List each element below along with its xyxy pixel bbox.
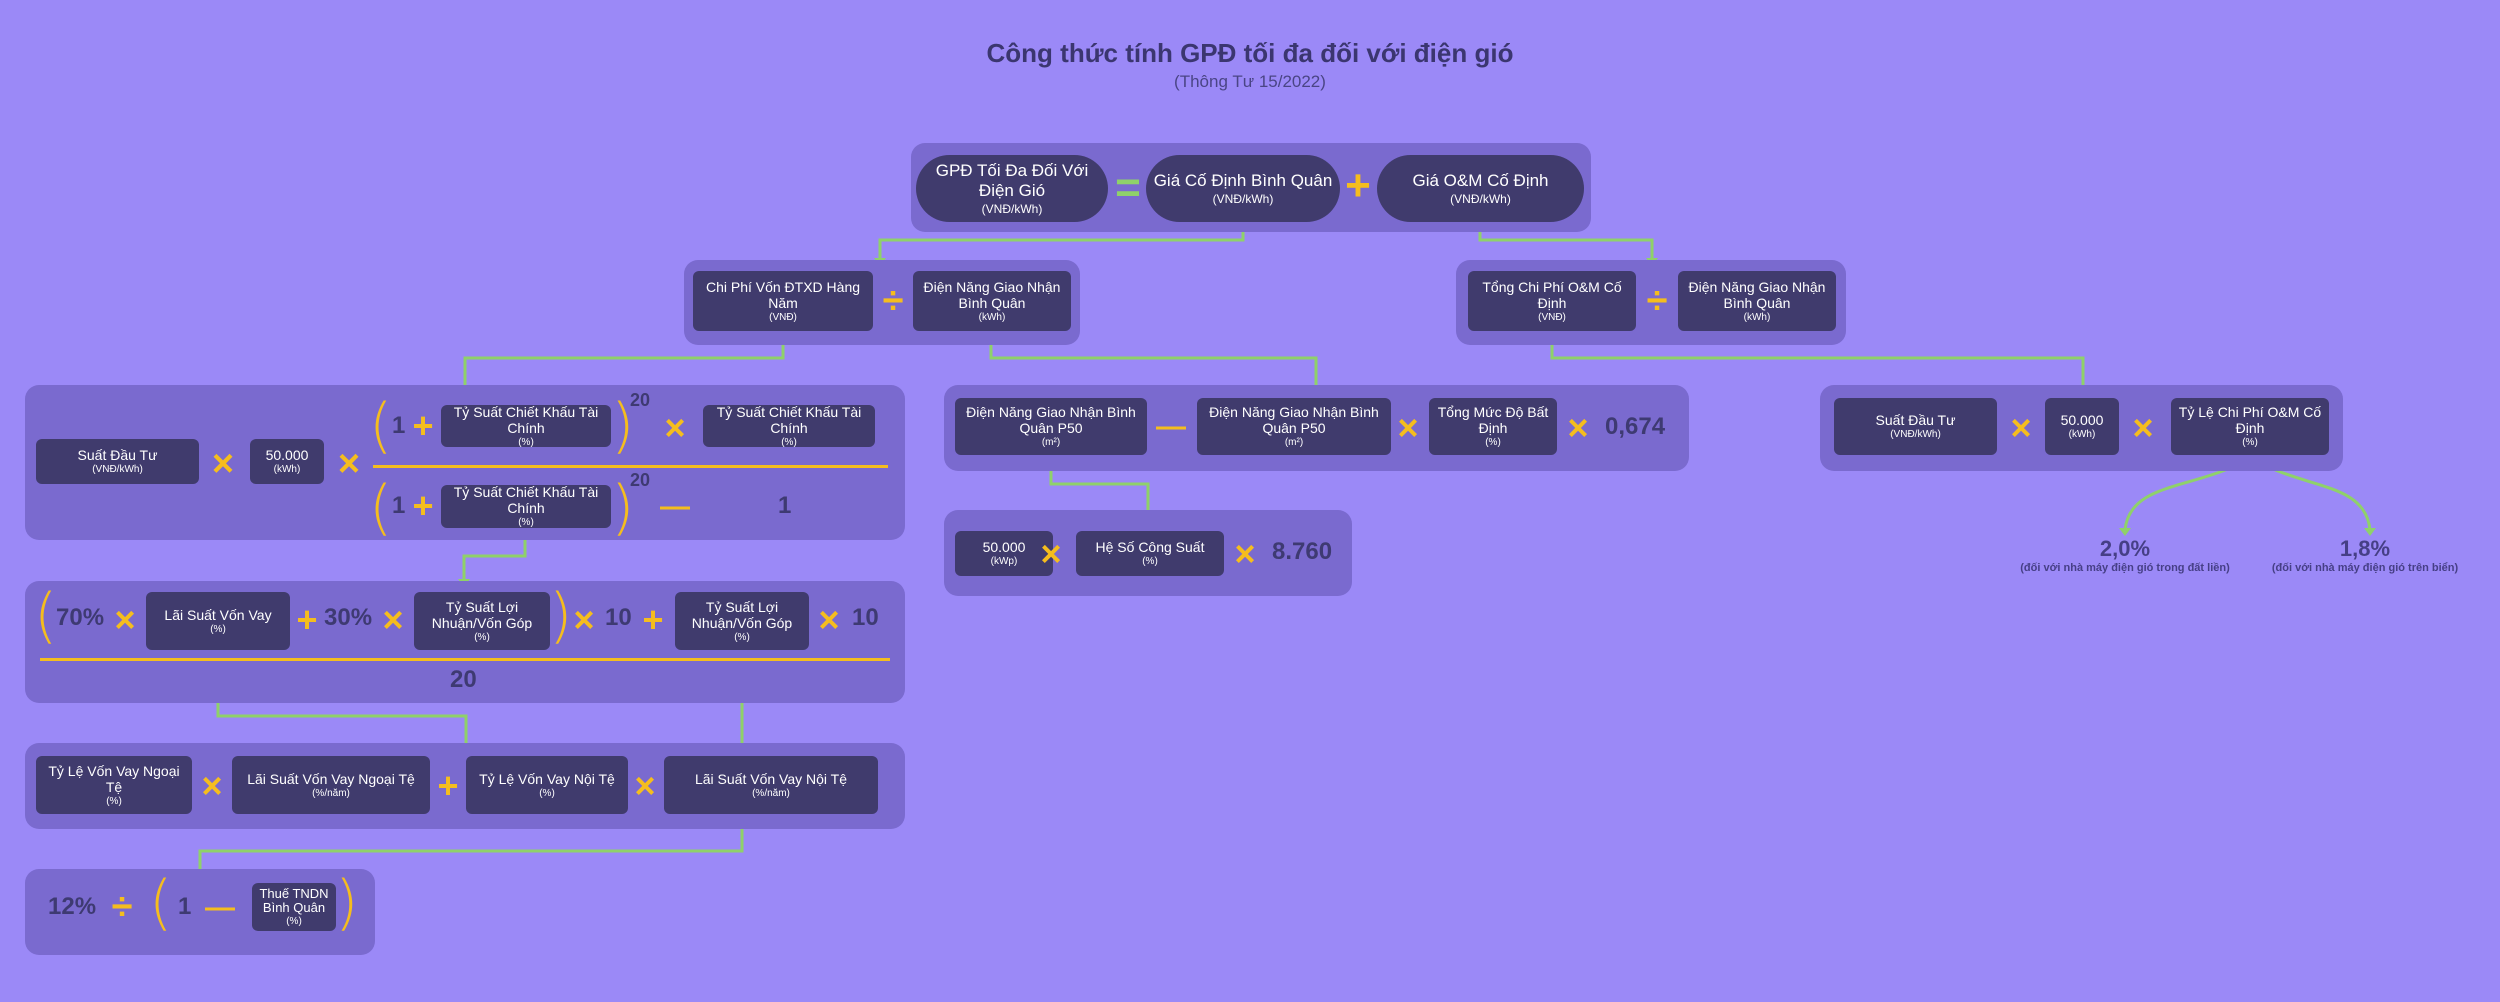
minus-sign-roe: —	[205, 891, 235, 924]
link-p50-to-calc	[1049, 458, 1150, 512]
divide-sign-capex: ÷	[882, 280, 904, 322]
om-ratio-onshore: 2,0%	[2099, 536, 2151, 561]
plus-sign-loan: +	[437, 765, 459, 806]
times-sign-loan-2: ×	[634, 765, 656, 806]
box-dom-share: Tỷ Lệ Vốn Vay Nội Tệ(%)	[466, 756, 628, 814]
times-sign-om-1: ×	[2010, 407, 2032, 448]
multiplier-10-b: 10	[852, 604, 879, 631]
plus-sign-top: +	[1345, 161, 1371, 210]
box-om-ratio: Tỷ Lệ Chi Phí O&M Cố Định(%)	[2171, 398, 2329, 455]
paren-open-discount: (	[34, 581, 58, 651]
exponent-numerator: 20	[630, 390, 651, 410]
om-ratio-offshore-note: (đối với nhà máy điện gió trên biển)	[2271, 562, 2459, 574]
link-fixed-to-capex	[878, 224, 1245, 260]
om-ratio-offshore: 1,8%	[2339, 536, 2391, 561]
plus-sign-disc-2: +	[642, 599, 664, 640]
box-roe-2: Tỷ Suất Lợi Nhuận/Vốn Góp(%)	[675, 592, 809, 650]
box-energy-avg: Điện Năng Giao Nhận Bình Quân(kWh)	[913, 271, 1071, 331]
box-fx-rate: Lãi Suất Vốn Vay Ngoại Tệ(%/năm)	[232, 756, 430, 814]
paren-open-num: (	[369, 391, 393, 461]
paren-close-discount: )	[549, 581, 573, 651]
box-roe-1: Tỷ Suất Lợi Nhuận/Vốn Góp(%)	[414, 592, 550, 650]
divide-sign-roe: ÷	[111, 886, 133, 928]
times-sign-disc-4: ×	[818, 599, 840, 640]
box-om-invest: Suất Đầu Tư(VNĐ/kWh)	[1834, 398, 1997, 455]
plus-sign-disc: +	[296, 599, 318, 640]
times-sign-annuity-2: ×	[337, 443, 361, 485]
times-sign-p50-2: ×	[1234, 533, 1256, 574]
num-one-denominator: 1	[392, 492, 406, 519]
page-title: Công thức tính GPĐ tối đa đối với điện g…	[986, 38, 1514, 68]
box-discount-rate-num: Tỷ Suất Chiết Khấu Tài Chính(%)	[441, 404, 611, 448]
equals-sign: =	[1115, 163, 1141, 212]
box-om-total: Tổng Chi Phí O&M Cố Định(VNĐ)	[1468, 271, 1636, 331]
factor-0674: 0,674	[1605, 413, 1666, 440]
num-one-numerator: 1	[392, 412, 406, 439]
denominator-20: 20	[450, 666, 477, 693]
box-gpd-max: GPĐ Tối Đa Đối Với Điện Gió(VNĐ/kWh)	[916, 155, 1108, 222]
roe-12-percent: 12%	[48, 893, 97, 920]
exponent-denominator: 20	[630, 470, 651, 490]
box-capacity-factor: Hệ Số Công Suất(%)	[1076, 531, 1224, 576]
link-rate-to-discount	[462, 531, 527, 581]
box-capex: Chi Phí Vốn ĐTXD Hàng Năm(VNĐ)	[693, 271, 873, 331]
box-dom-rate: Lãi Suất Vốn Vay Nội Tệ(%/năm)	[664, 756, 878, 814]
box-discount-rate-num2: Tỷ Suất Chiết Khấu Tài Chính(%)	[703, 404, 875, 448]
divide-sign-om: ÷	[1646, 280, 1668, 322]
times-sign-energy-2: ×	[1567, 407, 1589, 448]
minus-sign-energy: —	[1156, 410, 1186, 443]
box-invest-rate: Suất Đầu Tư(VNĐ/kWh)	[36, 439, 199, 484]
weight-30: 30%	[324, 604, 373, 631]
num-one-minus: 1	[778, 492, 792, 519]
om-ratio-onshore-note: (đối với nhà máy điện gió trong đất liền…	[2020, 562, 2230, 574]
box-om-price: Giá O&M Cố Định(VNĐ/kWh)	[1377, 155, 1584, 222]
box-fx-share: Tỷ Lệ Vốn Vay Ngoại Tệ(%)	[36, 756, 192, 814]
box-discount-rate-den: Tỷ Suất Chiết Khấu Tài Chính(%)	[441, 484, 611, 528]
times-sign-numerator: ×	[664, 407, 686, 448]
box-fixed-price: Giá Cố Định Bình Quân(VNĐ/kWh)	[1146, 155, 1340, 222]
times-sign-om-2: ×	[2132, 407, 2154, 448]
times-sign-disc-3: ×	[573, 599, 595, 640]
paren-close-num: )	[611, 391, 635, 461]
box-cap-kwp: 50.000(kWp)	[955, 531, 1053, 576]
paren-close-den: )	[611, 473, 635, 543]
roe-one: 1	[178, 893, 192, 920]
minus-sign-denominator: —	[660, 490, 690, 523]
paren-close-roe: )	[335, 868, 359, 938]
box-loan-rate: Lãi Suất Vốn Vay(%)	[146, 592, 290, 650]
times-sign-loan-1: ×	[201, 765, 223, 806]
multiplier-10-a: 10	[605, 604, 632, 631]
times-sign-disc-2: ×	[382, 599, 404, 640]
fraction-bar-annuity	[373, 465, 888, 468]
box-om-energy: Điện Năng Giao Nhận Bình Quân(kWh)	[1678, 271, 1836, 331]
times-sign-disc-1: ×	[114, 599, 136, 640]
paren-open-roe: (	[149, 868, 173, 938]
box-om-capacity: 50.000(kWh)	[2045, 398, 2119, 455]
page-subtitle: (Thông Tư 15/2022)	[1174, 72, 1326, 91]
hours-8760: 8.760	[1272, 538, 1333, 565]
box-p50-a: Điện Năng Giao Nhận Bình Quân P50(m²)	[955, 398, 1147, 455]
plus-sign-denominator: +	[412, 485, 434, 526]
paren-open-den: (	[369, 473, 393, 543]
box-tax: Thuế TNDN Bình Quân(%)	[252, 883, 336, 931]
box-uncertainty: Tổng Mức Độ Bất Định(%)	[1429, 398, 1557, 455]
fraction-bar-discount	[40, 658, 890, 661]
box-capacity-50000: 50.000(kWh)	[250, 439, 324, 484]
weight-70: 70%	[56, 604, 105, 631]
times-sign-annuity-1: ×	[211, 443, 235, 485]
plus-sign-numerator: +	[412, 405, 434, 446]
times-sign-p50-1: ×	[1040, 533, 1062, 574]
times-sign-energy-1: ×	[1397, 407, 1419, 448]
box-p50-b: Điện Năng Giao Nhận Bình Quân P50(m²)	[1197, 398, 1391, 455]
